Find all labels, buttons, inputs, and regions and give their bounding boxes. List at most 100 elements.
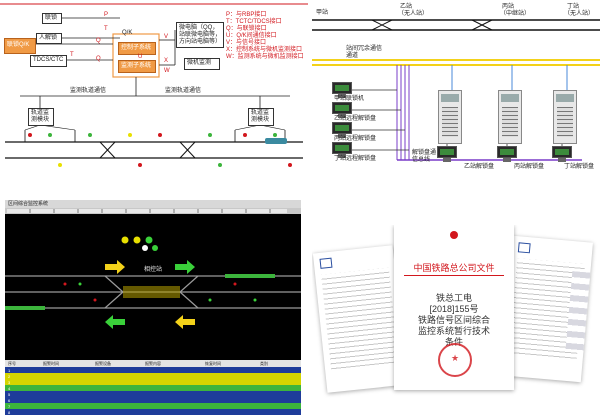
track-module-right-label: 轨道监测模块 — [251, 110, 270, 123]
legend-item: V：与信号接口 — [226, 40, 267, 46]
station-name: 相控站 — [144, 267, 163, 273]
document-agency: 铁总工电 — [435, 293, 472, 303]
table-row[interactable]: 2 — [5, 373, 301, 379]
row-index: 5 — [8, 392, 11, 397]
track-module-left-label: 轨道监测模块 — [31, 110, 50, 123]
legend-item: W：监测系统与微机监测接口 — [226, 54, 304, 60]
unlock-panel-d — [552, 146, 572, 162]
col-header: 报警内容 — [145, 361, 161, 366]
row-index: 7 — [8, 404, 11, 409]
panel-b-label: 乙站解锁盘 — [464, 164, 495, 170]
station-c-sub: （中继站） — [500, 11, 531, 17]
interlock-qk-box: 联锁Q/K — [4, 38, 36, 54]
document-title-line2: 监控系统暂行技术 — [417, 326, 490, 336]
console-c-label: 丙站远程解锁盘 — [334, 136, 377, 142]
row-index: 2 — [8, 374, 11, 379]
system-structure-diagram: 联锁Q/K 联锁 人解锁 TDCS/CTC Q/K 控制子系统 监测子系统 微电… — [0, 0, 308, 180]
iface-letter-t2: T — [70, 52, 74, 58]
tab-strip[interactable] — [5, 208, 301, 214]
cabinet-b — [438, 90, 462, 144]
station-c-label: 丙站 — [502, 4, 515, 10]
iface-letter-x: X — [164, 58, 169, 64]
row-index: 4 — [8, 386, 11, 391]
table-row[interactable]: 1 — [5, 367, 301, 373]
col-header: 恢复时间 — [205, 361, 221, 366]
row-index: 6 — [8, 398, 11, 403]
network-topology-diagram: 甲站 乙站 （无人站） 丙站 （中继站） 丁站 （无人站） 站间冗余通信通道 甲… — [312, 0, 600, 180]
console-d-computer — [332, 142, 352, 158]
document-title-line3: 条件 — [444, 337, 463, 347]
display-box: 微电脑（QQ，站联微电脑等，方向站电脑等） — [176, 22, 224, 48]
row-index: 3 — [8, 380, 11, 385]
station-b-sub: （无人站） — [398, 11, 429, 17]
panel-c-label: 丙站解锁盘 — [514, 164, 545, 170]
unlock-panel-c — [497, 146, 517, 162]
legend-item: P：与RBP接口 — [226, 12, 267, 18]
legend-item: Q：与联锁接口 — [226, 26, 267, 32]
monitor-subsystem-box: 监测子系统 — [118, 60, 156, 73]
track-module-right: 轨道监测模块 — [248, 108, 274, 126]
document-number: [2018]155号 — [429, 304, 479, 314]
console-a-computer — [332, 82, 352, 98]
monitor-subsystem-label: 监测子系统 — [121, 63, 152, 69]
table-row[interactable]: 5 — [5, 391, 301, 397]
interface-legend: P：与RBP接口 T：TCTC/TDCS接口 Q：与联锁接口 U：Q/K间通信接… — [226, 12, 308, 61]
cert-logo-icon — [319, 257, 333, 269]
tdcs-ctc-label: TDCS/CTC — [33, 57, 64, 63]
interlock-box: 联锁 — [42, 13, 62, 24]
table-header: 序号 报警时间 报警设备 报警内容 恢复时间 类别 — [5, 360, 301, 367]
col-header: 类别 — [260, 361, 268, 366]
micro-monitor-box: 微机监测 — [184, 58, 220, 70]
legend-item: T：TCTC/TDCS接口 — [226, 19, 282, 25]
document-title-line1: 铁路信号区间综合 — [417, 315, 490, 325]
control-subsystem-box: 控制子系统 — [118, 42, 156, 55]
row-index: 1 — [8, 368, 11, 373]
iface-letter-u: U — [138, 54, 143, 60]
iface-letter-p: P — [104, 12, 109, 18]
table-row[interactable]: 4 — [5, 385, 301, 391]
console-c-computer — [332, 122, 352, 138]
station-d-sub: （无人站） — [564, 11, 595, 17]
control-subsystem-label: 控制子系统 — [121, 45, 152, 51]
iface-letter-q: Q — [96, 38, 101, 44]
track-canvas[interactable]: 相控站 — [5, 214, 301, 360]
bus-label-right: 监测轨道通信 — [165, 88, 202, 94]
row-index: 8 — [8, 410, 11, 415]
document-header: 中国铁路总公司文件 — [413, 263, 495, 273]
interlock-label: 联锁 — [45, 15, 58, 21]
table-row[interactable]: 3 — [5, 379, 301, 385]
cabinet-c — [498, 90, 522, 144]
station-d-label: 丁站 — [567, 4, 580, 10]
documents-photo: 中国铁路总公司文件 铁总工电 [2018]155号 铁路信号区间综合 监控系统暂… — [312, 225, 600, 415]
cabinet-d — [553, 90, 577, 144]
panel-d-label: 丁站解锁盘 — [564, 164, 595, 170]
table-row[interactable]: 8 — [5, 409, 301, 415]
station-track-layout — [5, 236, 301, 329]
console-b-label: 乙站远程解锁盘 — [334, 116, 377, 122]
station-a-label: 甲站 — [316, 10, 329, 16]
title-bar: 区间综合监控系统 — [5, 200, 301, 208]
col-header: 报警时间 — [43, 361, 59, 366]
console-d-label: 丁站远程解锁盘 — [334, 156, 377, 162]
display-label: 微电脑（QQ，站联微电脑等，方向站电脑等） — [179, 25, 222, 45]
network-lines — [312, 19, 600, 161]
unlock-bus-label: 解锁盘通信总线 — [412, 150, 437, 163]
table-row[interactable]: 7 — [5, 403, 301, 409]
bus-label-left: 监测轨道通信 — [70, 88, 107, 94]
console-b-computer — [332, 102, 352, 118]
tdcs-ctc-box: TDCS/CTC — [30, 55, 67, 67]
window-title: 区间综合监控系统 — [8, 201, 49, 207]
certificate-left — [312, 245, 408, 393]
table-row[interactable]: 6 — [5, 397, 301, 403]
official-stamp: ★ — [438, 343, 472, 377]
iface-letter-t: T — [104, 26, 108, 32]
emblem-icon — [450, 231, 458, 239]
redundant-bus-label: 站间冗余通信通道 — [346, 46, 383, 59]
certificate-right — [501, 235, 593, 383]
manual-unlock-box: 人解锁 — [36, 33, 62, 44]
legend-item: X：控制系统与微机监测接口 — [226, 47, 303, 53]
unlock-panel-b — [437, 146, 457, 162]
monitoring-software-screen: 区间综合监控系统 — [5, 200, 301, 415]
track-module-left: 轨道监测模块 — [28, 108, 54, 126]
